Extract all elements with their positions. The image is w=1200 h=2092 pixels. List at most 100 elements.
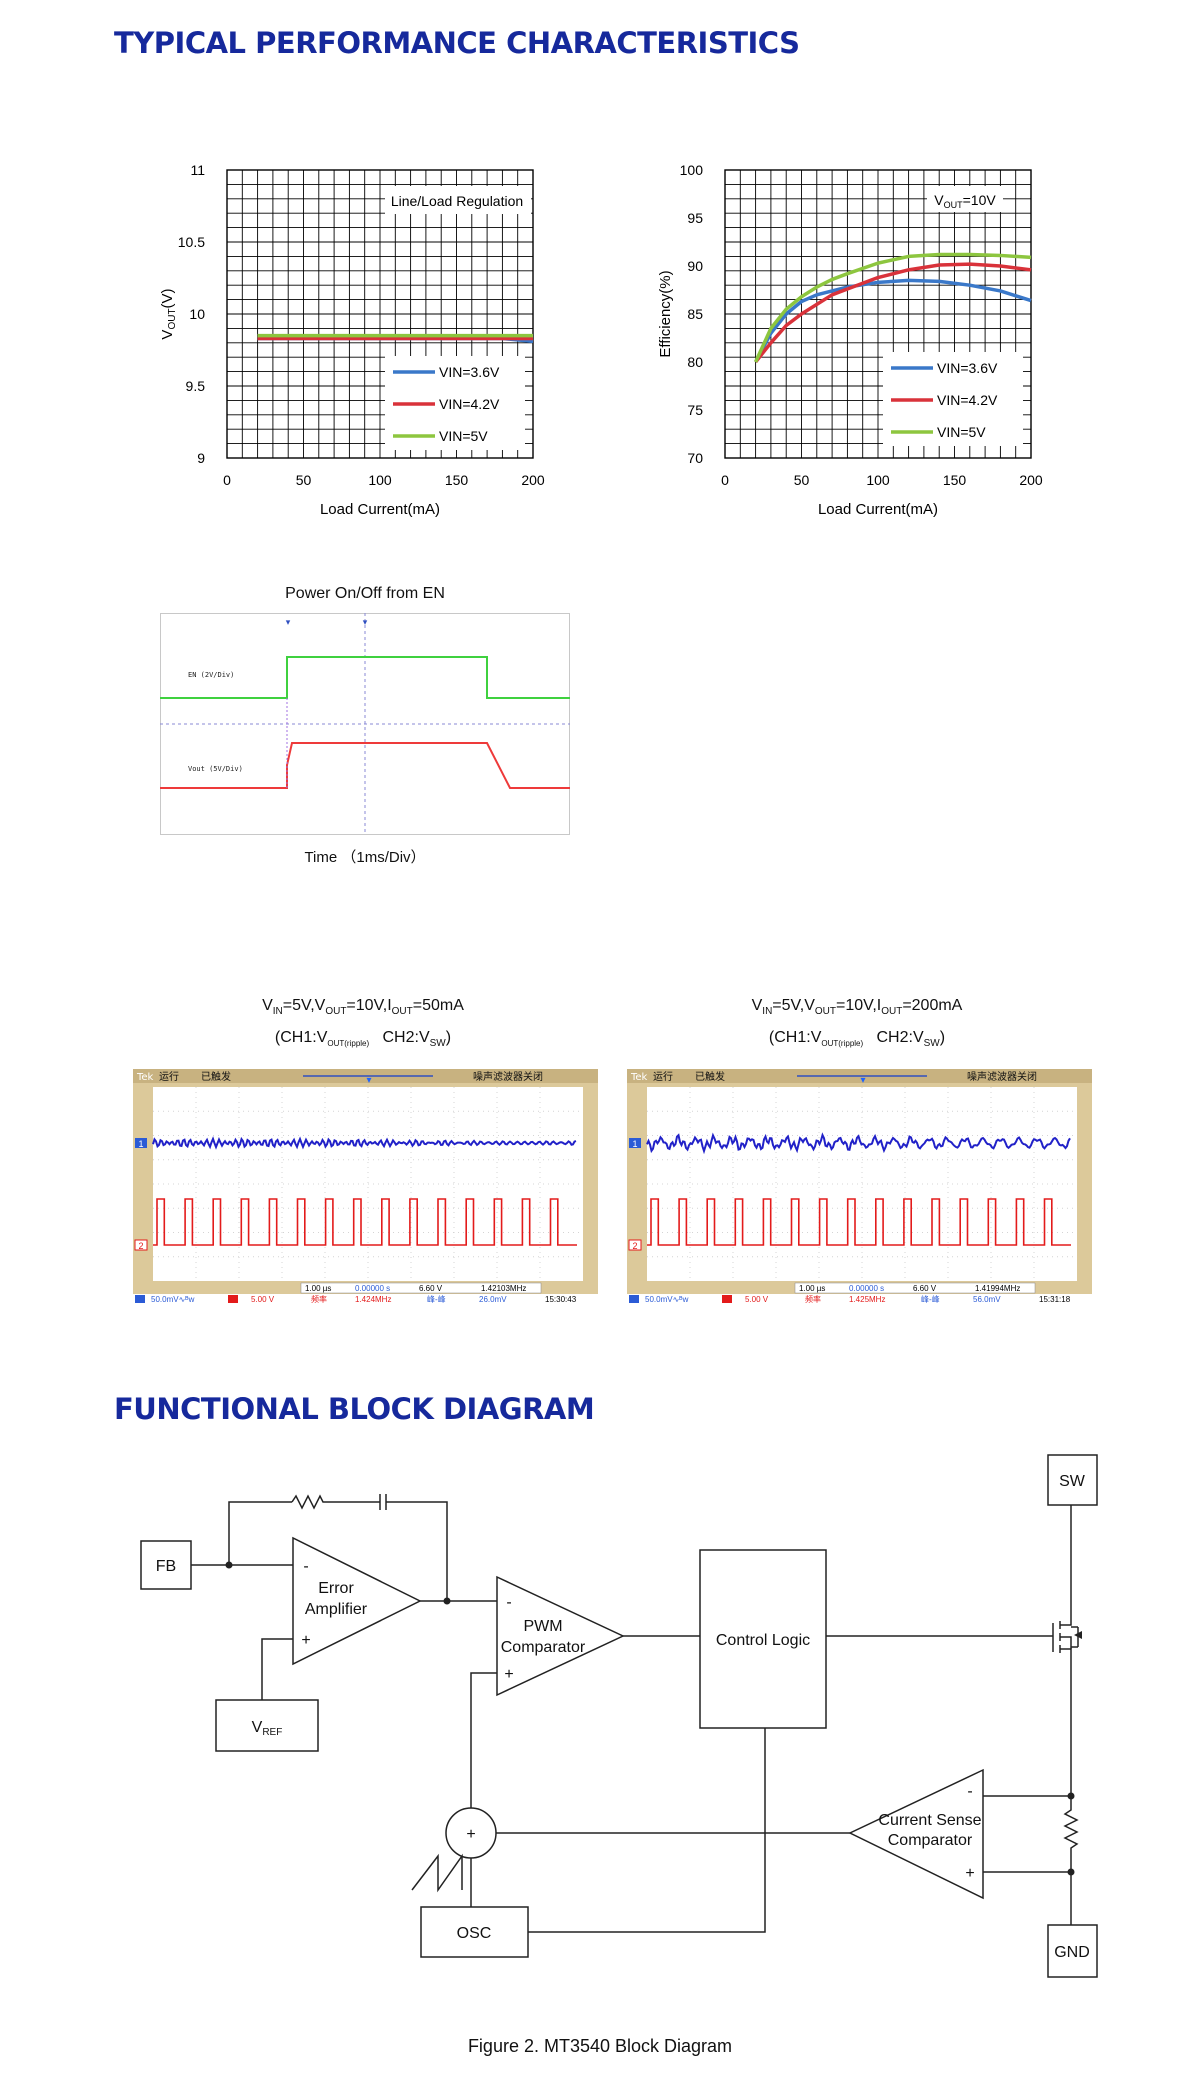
legend-label: VIN=5V bbox=[937, 424, 986, 440]
pwm-comparator-symbol bbox=[496, 1575, 625, 1697]
x-tick-label: 100 bbox=[866, 472, 890, 488]
control-logic-box bbox=[699, 1549, 827, 1729]
ch2-marker-text: 2 bbox=[632, 1241, 637, 1251]
scope-ch2-scale: 5.00 V bbox=[745, 1295, 769, 1304]
pwm-label-1: PWM bbox=[523, 1618, 562, 1635]
current-sense-label-2: Comparator bbox=[888, 1832, 973, 1849]
ch2-marker bbox=[628, 1239, 642, 1251]
y-tick-label: 9 bbox=[197, 450, 205, 466]
scope-ch1-badge bbox=[135, 1295, 145, 1303]
scope-meas1-value: 1.425MHz bbox=[849, 1295, 885, 1304]
osc-label: OSC bbox=[457, 1925, 492, 1942]
chart-title: VOUT=10V bbox=[934, 192, 996, 210]
y-tick-label: 100 bbox=[680, 162, 704, 178]
y-tick-label: 75 bbox=[687, 402, 703, 418]
scope-timebase: 1.00 µs bbox=[799, 1284, 825, 1293]
scope-info-box bbox=[794, 1282, 1036, 1294]
scope-info-box bbox=[300, 1282, 542, 1294]
gnd-box bbox=[1047, 1924, 1098, 1978]
ch1-trace bbox=[646, 1132, 1071, 1155]
chart-title-box bbox=[927, 186, 1003, 212]
trigger-marker: ▾ bbox=[286, 617, 291, 627]
block-diagram: FB VREF Error Amplifier PWM Comparator C… bbox=[140, 1454, 1098, 1978]
x-tick-label: 200 bbox=[1019, 472, 1043, 488]
figure-caption: Figure 2. MT3540 Block Diagram bbox=[467, 2036, 733, 2056]
pwm-label-2: Comparator bbox=[501, 1639, 586, 1656]
scope-en-ch2-label: Vout (5V/Div) bbox=[188, 765, 243, 773]
feedback-resistor bbox=[291, 1494, 380, 1510]
scope-en-time-label: Time （1ms/Div） bbox=[304, 849, 426, 866]
sense-resistor bbox=[1063, 1796, 1079, 1872]
ch1-marker bbox=[135, 1138, 147, 1148]
scope1-subtitle: (CH1:VOUT(ripple) CH2:VSW) bbox=[274, 1029, 452, 1050]
scope-freq: 1.41994MHz bbox=[975, 1284, 1020, 1293]
ch2-marker-text: 2 bbox=[138, 1241, 143, 1251]
y-tick-label: 70 bbox=[687, 450, 703, 466]
x-tick-label: 0 bbox=[721, 472, 729, 488]
feedback-wire-top bbox=[228, 1501, 292, 1565]
vref-label: VREF bbox=[252, 1719, 283, 1738]
ch2-trace bbox=[153, 1198, 577, 1246]
pwm-minus: - bbox=[506, 1594, 511, 1611]
scope-en-ch1-label: EN (2V/Div) bbox=[188, 671, 234, 679]
scope-trig-pos: 0.00000 s bbox=[849, 1284, 884, 1293]
series-line bbox=[754, 252, 1032, 363]
scope-trig-level: 6.60 V bbox=[419, 1284, 443, 1293]
chart-title: Line/Load Regulation bbox=[391, 193, 523, 209]
ch1-trace bbox=[152, 1136, 577, 1150]
legend-label: VIN=3.6V bbox=[439, 364, 500, 380]
scope-meas2-label: 峰-峰 bbox=[427, 1294, 446, 1304]
scope-header-item: Tek bbox=[136, 1072, 154, 1083]
pwm-plus: + bbox=[504, 1666, 513, 1683]
y-tick-label: 95 bbox=[687, 210, 703, 226]
mosfet-icon bbox=[1052, 1610, 1079, 1665]
scope-en-title: Power On/Off from EN bbox=[285, 585, 445, 602]
legend-label: VIN=4.2V bbox=[937, 392, 998, 408]
fb-box bbox=[140, 1540, 192, 1590]
section-heading-performance: TYPICAL PERFORMANCE CHARACTERISTICS bbox=[114, 26, 800, 60]
vref-box bbox=[215, 1699, 319, 1752]
erramp-minus: - bbox=[303, 1558, 308, 1575]
sw-box bbox=[1047, 1454, 1098, 1506]
x-tick-label: 100 bbox=[368, 472, 392, 488]
y-tick-label: 10 bbox=[189, 306, 205, 322]
scope-status-bar bbox=[627, 1294, 1092, 1304]
control-logic-label: Control Logic bbox=[716, 1632, 810, 1649]
x-tick-label: 50 bbox=[296, 472, 312, 488]
scope-ch2-scale: 5.00 V bbox=[251, 1295, 275, 1304]
scope-header-item: 已触发 bbox=[201, 1070, 231, 1083]
current-sense-label-1: Current Sense bbox=[878, 1812, 981, 1829]
cs-plus: + bbox=[965, 1865, 974, 1882]
y-tick-label: 80 bbox=[687, 354, 703, 370]
x-axis-label: Load Current(mA) bbox=[320, 501, 440, 518]
x-tick-label: 200 bbox=[521, 472, 545, 488]
scope-time: 15:30:43 bbox=[545, 1295, 577, 1304]
scope-ch1-scale: 50.0mV∿ᴮw bbox=[151, 1295, 195, 1304]
y-tick-label: 11 bbox=[190, 162, 205, 178]
legend-label: VIN=4.2V bbox=[439, 396, 500, 412]
scope-trig-pos: 0.00000 s bbox=[355, 1284, 390, 1293]
scope-status-bar bbox=[133, 1294, 598, 1304]
chart-frame bbox=[724, 169, 1032, 459]
x-tick-label: 0 bbox=[223, 472, 231, 488]
y-tick-label: 90 bbox=[687, 258, 703, 274]
gnd-label: GND bbox=[1054, 1944, 1090, 1961]
error-amp-label-2: Amplifier bbox=[305, 1601, 368, 1618]
current-sense-comparator-symbol bbox=[848, 1768, 984, 1900]
scope-header-item: 已触发 bbox=[695, 1070, 725, 1083]
osc-box bbox=[420, 1906, 529, 1958]
scope-meas1-label: 频率 bbox=[311, 1294, 327, 1304]
sum-plus: + bbox=[466, 1826, 475, 1843]
cs-minus: - bbox=[967, 1783, 972, 1800]
y-axis-label: VOUT(V) bbox=[159, 288, 178, 339]
x-tick-label: 150 bbox=[445, 472, 469, 488]
scope-trig-level: 6.60 V bbox=[913, 1284, 937, 1293]
ch1-marker-text: 1 bbox=[138, 1139, 143, 1149]
error-amplifier-symbol bbox=[292, 1536, 422, 1666]
legend-label: VIN=3.6V bbox=[937, 360, 998, 376]
legend-label: VIN=5V bbox=[439, 428, 488, 444]
series-line bbox=[754, 262, 1032, 364]
chart-title-box bbox=[385, 186, 531, 214]
